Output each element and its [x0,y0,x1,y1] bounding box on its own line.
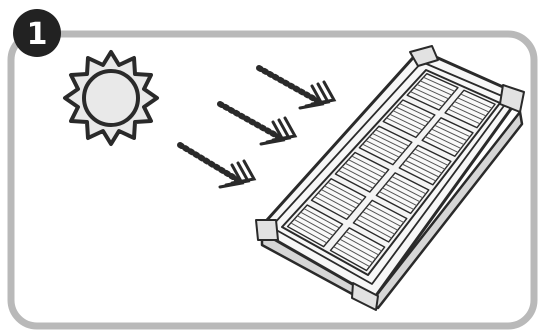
solar-cell-line [389,113,423,131]
solar-cell-line [333,246,370,268]
device-bumper [270,61,510,285]
solar-cell-line [345,231,382,252]
solar-cell-line [431,128,465,145]
solar-cell-line [392,110,426,127]
corner-cap-right [499,84,525,113]
solar-cell-line [348,159,383,178]
solar-cell-line [362,211,398,231]
solar-cell-line [338,169,374,189]
solar-cell-line [314,196,351,217]
solar-cell-line [410,91,443,107]
solar-cell-line [317,192,354,213]
solar-cell-line [339,238,376,260]
solar-cell-line [454,101,487,117]
solar-cell-line [414,148,449,166]
solar-cell-line [382,187,417,207]
solar-cell-line [425,136,459,153]
solar-cell-line [399,103,432,120]
solar-cell-line [386,117,420,135]
step-number: 1 [27,17,48,52]
solar-cell-line [396,106,429,123]
solar-cell-line [359,214,395,235]
solar-cell-line [379,191,414,210]
solar-cell-line [428,132,462,149]
solar-cell-line [434,124,468,142]
step-badge: 1 [13,9,61,57]
solar-cell-line [405,159,440,178]
solar-cell-line [341,166,377,185]
solar-cell-line [297,215,334,236]
ray-arrow-middle [217,101,298,146]
solar-cell-line [420,80,452,96]
solar-cell-line [368,203,404,223]
solar-cell-line [413,87,446,104]
ray-arrow-bottom [177,142,257,189]
solar-cell-line [423,76,456,92]
solar-cell-line [451,104,484,121]
corner-cap-top [409,45,439,67]
ray-arrow-top [256,65,337,110]
solar-cells [286,72,496,272]
solar-cell-line [362,143,397,162]
solar-cell-line [437,121,471,138]
solar-cell-line [293,218,331,240]
solar-cell-line [372,132,406,151]
solar-power-bank [255,45,525,311]
solar-cell-line [365,207,401,227]
solar-cell-line [324,185,360,205]
solar-cell-line [290,222,328,244]
frame-border [7,30,538,330]
solar-cell-line [402,163,437,182]
solar-cell-line [365,140,400,158]
solar-cell-line [411,152,446,170]
solar-cell-line [356,218,392,239]
corner-cap-left [255,219,279,241]
solar-cell-line [460,93,493,109]
solar-cell-line [388,179,424,199]
solar-cell-line [345,162,380,182]
solar-cell-line [303,208,340,229]
solar-cell-line [448,108,481,125]
solar-cell-line [408,156,443,174]
solar-cell-line [368,136,403,154]
solar-cell-line [342,234,379,256]
solar-cell-line [351,155,386,174]
solar-cell-line [416,83,449,100]
solar-cell-line [391,176,427,195]
solar-cell-line [336,242,373,264]
corner-cap-bottom [351,282,379,311]
solar-cell-line [327,181,363,202]
solar-cell-line [375,129,409,147]
solar-cell-line [457,97,490,113]
sun-icon [63,50,159,146]
solar-cell-line [321,189,357,209]
solar-cell-line [385,183,420,203]
solar-cell-line [300,211,337,233]
sun-rays [177,65,337,189]
